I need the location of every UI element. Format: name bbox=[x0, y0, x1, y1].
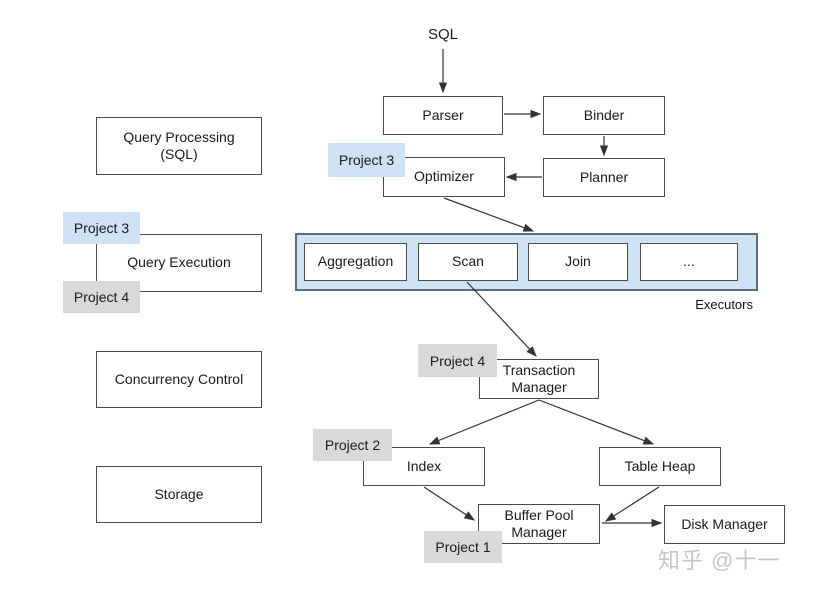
node-parser: Parser bbox=[383, 96, 503, 135]
arrow-index-to-buffer-pool bbox=[423, 486, 476, 521]
project3-tag-optimizer: Project 3 bbox=[328, 143, 405, 177]
project4-tag-transaction-manager: Project 4 bbox=[418, 344, 497, 377]
executors-caption: Executors bbox=[695, 297, 753, 312]
arrow-transaction-manager-to-table-heap bbox=[538, 399, 655, 445]
project4-tag-query-execution: Project 4 bbox=[63, 281, 140, 313]
category-box-storage: Storage bbox=[96, 466, 262, 523]
executor-box-more: ... bbox=[640, 243, 738, 281]
node-transaction-manager: Transaction Manager bbox=[479, 359, 599, 399]
executor-box-scan: Scan bbox=[418, 243, 518, 281]
executor-box-aggregation: Aggregation bbox=[304, 243, 407, 281]
executor-box-join: Join bbox=[528, 243, 628, 281]
project1-tag-buffer-pool-manager: Project 1 bbox=[424, 531, 502, 563]
sql-entry-label: SQL bbox=[427, 26, 458, 43]
arrow-optimizer-to-executors bbox=[443, 197, 535, 232]
project2-tag-index: Project 2 bbox=[313, 429, 392, 461]
node-optimizer: Optimizer bbox=[383, 157, 505, 197]
arrow-table-heap-to-buffer-pool bbox=[604, 486, 660, 522]
watermark: 知乎 @十一 bbox=[658, 548, 781, 573]
project3-tag-query-execution: Project 3 bbox=[63, 212, 140, 244]
node-table-heap: Table Heap bbox=[599, 447, 721, 486]
category-box-query-processing: Query Processing (SQL) bbox=[96, 117, 262, 175]
category-box-concurrency-control: Concurrency Control bbox=[96, 351, 262, 408]
node-planner: Planner bbox=[543, 158, 665, 197]
arrow-transaction-manager-to-index bbox=[428, 399, 540, 445]
node-binder: Binder bbox=[543, 96, 665, 135]
node-disk-manager: Disk Manager bbox=[664, 505, 785, 544]
